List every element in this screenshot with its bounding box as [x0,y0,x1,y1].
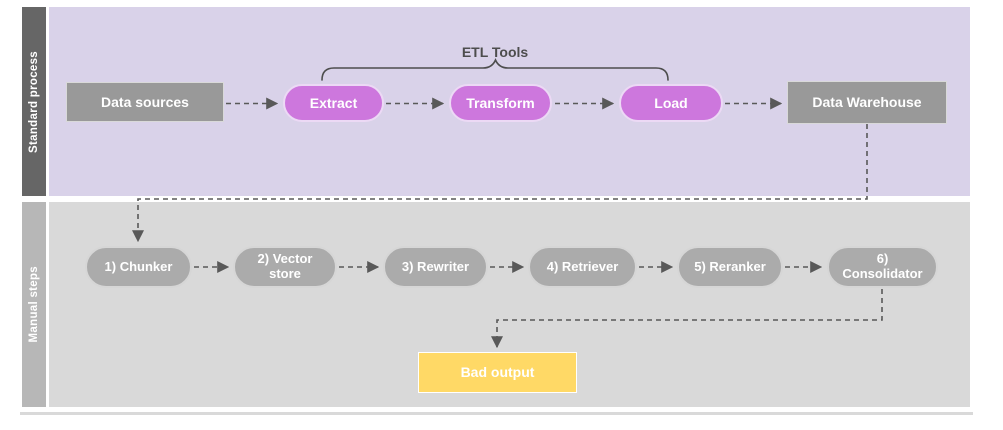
node-data-warehouse: Data Warehouse [787,81,947,124]
node-transform: Transform [449,84,552,122]
etl-tools-label: ETL Tools [461,44,529,60]
bottom-divider [20,412,973,415]
node-reranker: 5) Reranker [677,246,783,288]
node-retriever: 4) Retriever [528,246,637,288]
edge-consolidator-badoutput [491,289,883,349]
node-load: Load [619,84,723,122]
etl-tools-brace [321,58,669,81]
edge-warehouse-chunker [132,124,868,243]
lane-bar-manual-steps: Manual steps [22,202,46,407]
node-rewriter: 3) Rewriter [383,246,488,288]
lane-bar-standard-process: Standard process [22,7,46,196]
node-data-sources: Data sources [66,82,224,122]
node-vector-store: 2) Vector store [233,246,337,288]
node-extract: Extract [283,84,384,122]
node-consolidator: 6) Consolidator [827,246,938,288]
node-bad-output: Bad output [418,352,577,393]
node-chunker: 1) Chunker [85,246,192,288]
